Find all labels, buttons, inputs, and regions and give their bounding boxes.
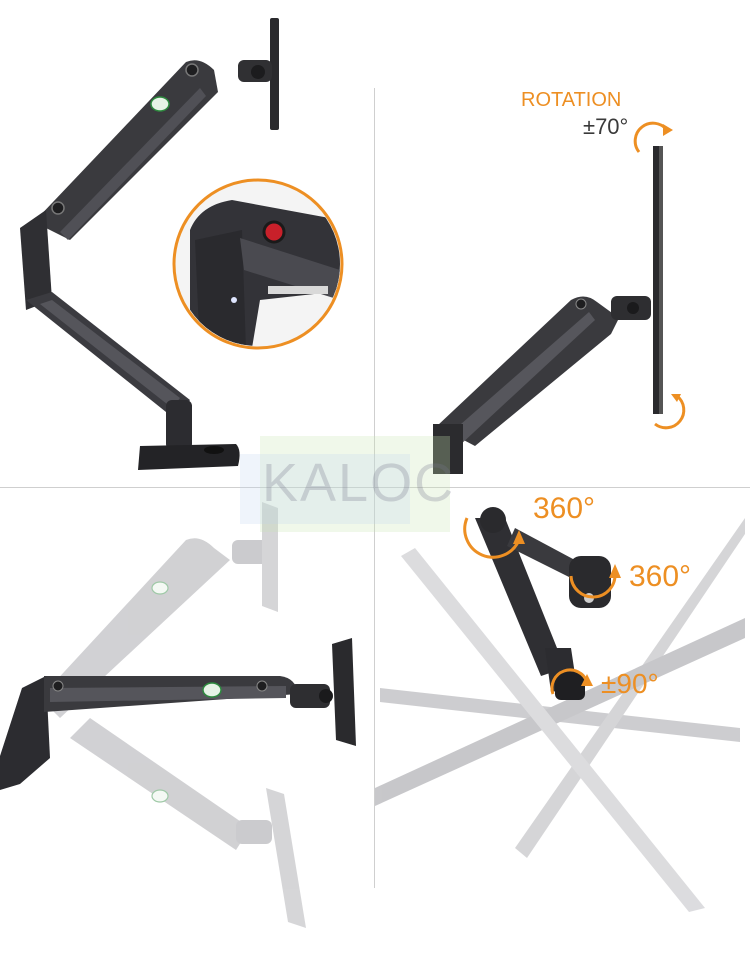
panel-rotation: ROTATION ±70°: [375, 0, 750, 487]
watermark-brand: KALOC: [262, 453, 456, 513]
rotation-title: ROTATION: [521, 89, 622, 111]
desk-clamp: [138, 444, 240, 470]
tilt-joint: [555, 672, 585, 700]
rotate-arrow-top: [633, 121, 669, 153]
panel-swivel-tilt: 360° 360° ±90°: [375, 488, 750, 953]
swivel-tilt-illustration: [375, 507, 745, 912]
monitor-side: [653, 146, 663, 414]
ghost-arm-up: [40, 502, 278, 718]
upper-arm: [34, 60, 218, 241]
tilt-arrow: [550, 668, 589, 695]
height-adjust-illustration: [0, 502, 356, 928]
horizontal-divider: [0, 487, 750, 488]
rotation-illustration: [433, 121, 686, 474]
monitor-arm-illustration: [20, 18, 344, 470]
elbow-rotate-arrow: [463, 517, 521, 559]
rotation-angle: ±70°: [583, 114, 629, 139]
elbow-joint: [20, 210, 52, 310]
joint-rotate-arrow: [569, 573, 617, 599]
brand-logo-badge: [150, 96, 170, 112]
elbow-angle: 360°: [533, 492, 596, 525]
tilt-angle: ±90°: [601, 668, 659, 699]
ghost-arm-down: [70, 718, 306, 928]
watermark-shapes: [240, 436, 450, 532]
rotate-arrow-bottom: [654, 394, 686, 430]
vesa-plate: [332, 638, 356, 746]
panel-height-adjust: [0, 488, 374, 953]
joint-angle: 360°: [629, 560, 692, 593]
ghost-monitors: [375, 518, 745, 912]
vertical-divider: [374, 88, 375, 888]
panel-monitor-arm: [0, 0, 374, 487]
monitor-plate: [270, 18, 279, 130]
tension-knob: [262, 220, 286, 244]
elbow-column: [0, 676, 50, 790]
pole: [166, 400, 192, 450]
